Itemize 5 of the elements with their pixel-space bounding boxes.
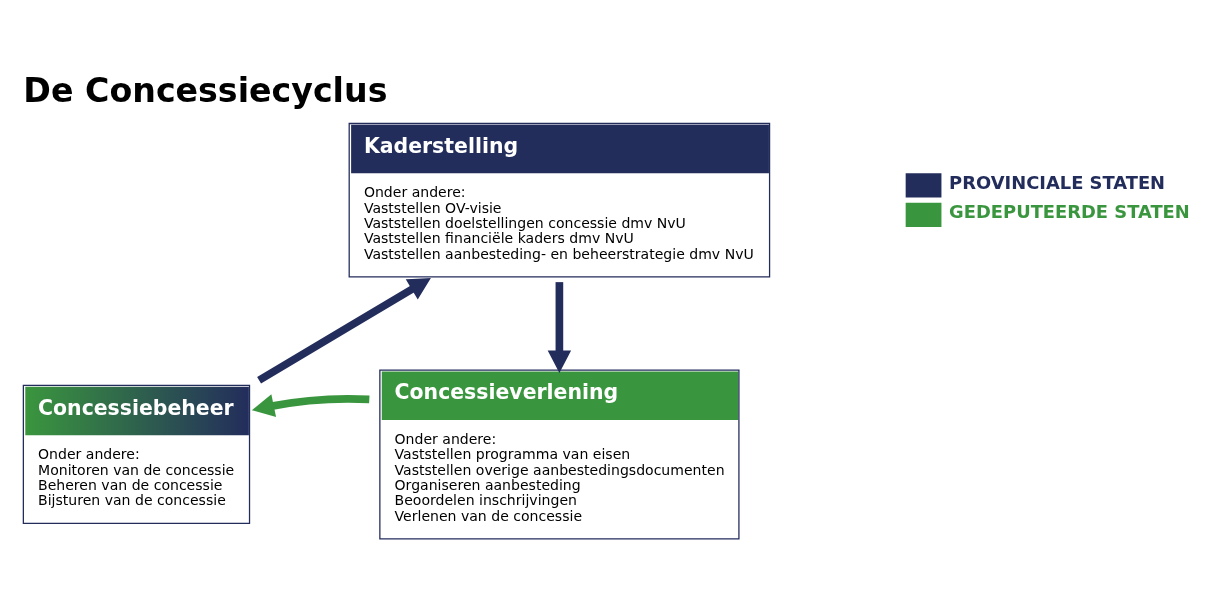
- arrow: [547, 281, 572, 373]
- legend-label: GEDEPUTEERDE STATEN: [949, 200, 1190, 222]
- diagram-title: De Concessiecyclus: [23, 70, 388, 110]
- arrow: [257, 277, 431, 383]
- legend-label: PROVINCIALE STATEN: [949, 171, 1166, 193]
